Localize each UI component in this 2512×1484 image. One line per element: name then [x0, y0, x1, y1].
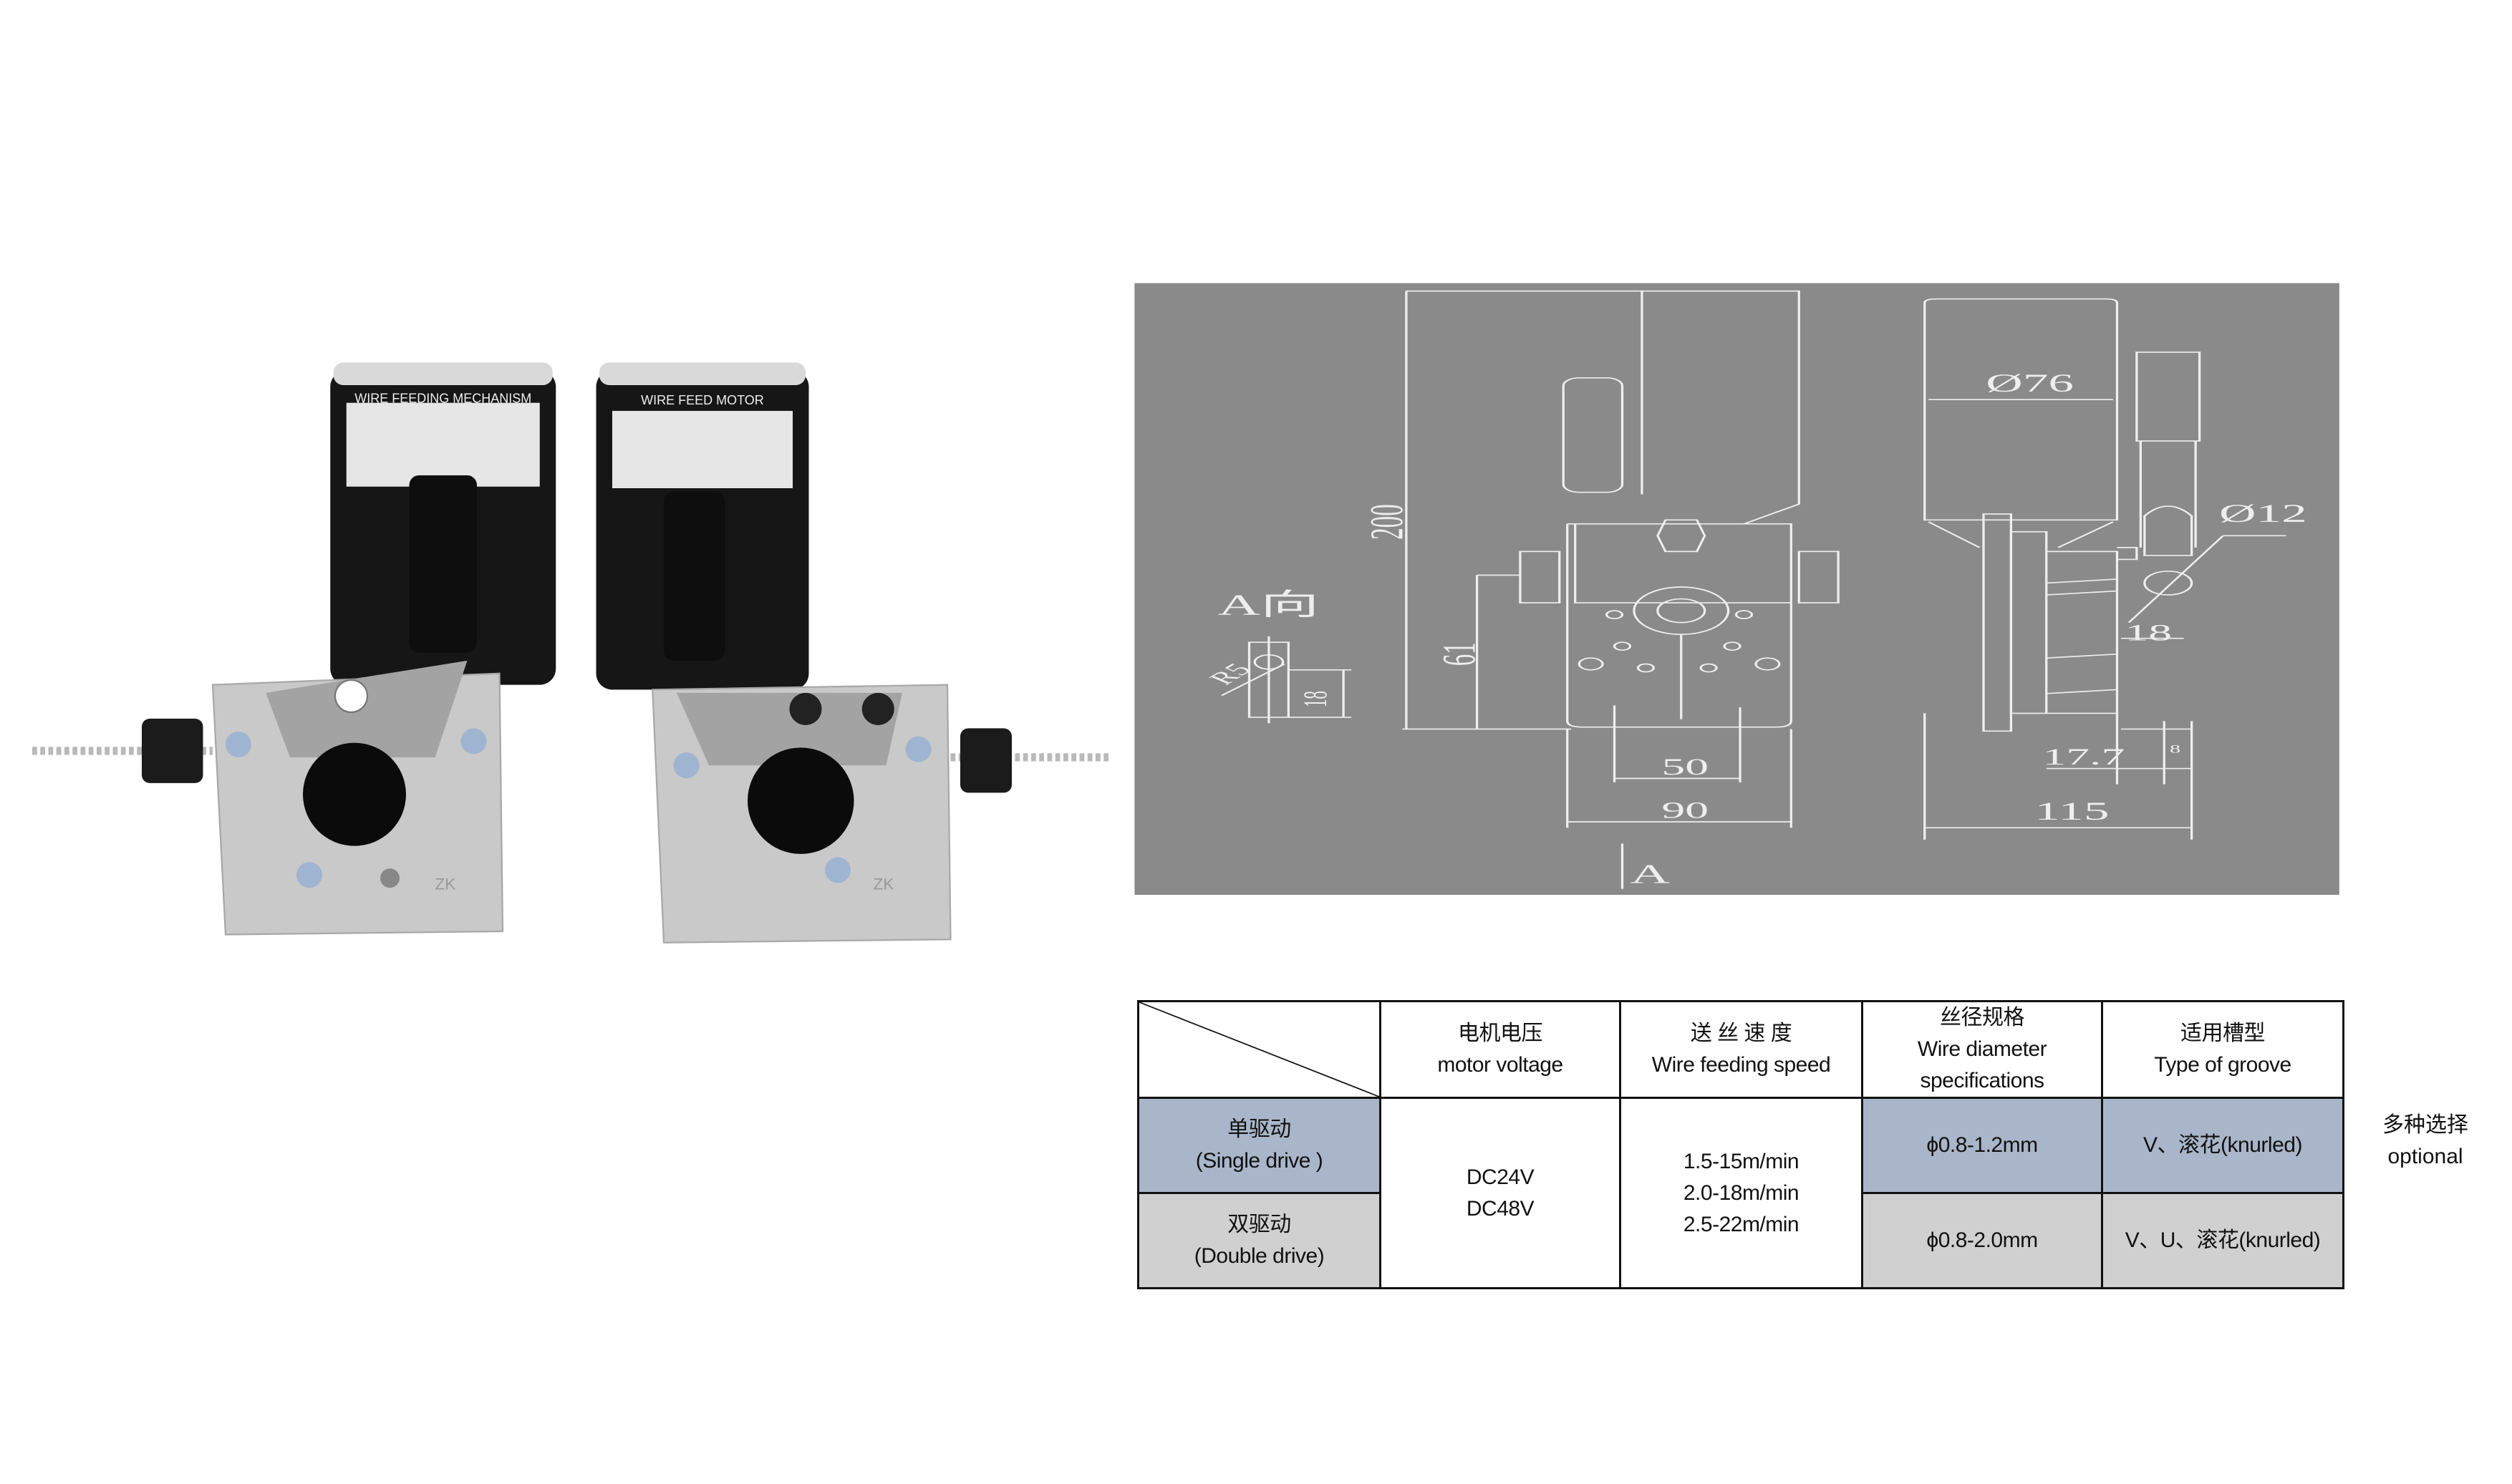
side-motor-outline [1923, 298, 2119, 521]
drive-roller-right [748, 747, 854, 854]
front-outline [1406, 290, 1800, 525]
optional-note: 多种选择 optional [2379, 1110, 2472, 1173]
header-en: Wire diameter [1917, 1037, 2047, 1061]
dim-hole-spacing: 50 [1661, 754, 1709, 780]
dim-side-18: 18 [2125, 620, 2172, 646]
table-row-single-drive: 单驱动 (Single drive ) DC24V DC48V 1.5-15m/… [1137, 1097, 2344, 1289]
header-feeding-speed: 送 丝 速 度 Wire feeding speed [1619, 1000, 1863, 1099]
table-row-double-drive: 双驱动 (Double drive) ϕ0.8-2.0mm V、U、滚花(knu… [1137, 1192, 2344, 1289]
row-label-single: 单驱动 (Single drive ) [1137, 1097, 1381, 1194]
drawing-background [1134, 283, 2339, 895]
motor-nameplate-right [612, 410, 793, 488]
optional-note-en: optional [2387, 1145, 2463, 1168]
header-cn: 丝径规格 [1940, 1006, 2025, 1029]
motor-nameplate-left [346, 402, 540, 487]
motor-label-right: WIRE FEED MOTOR [641, 393, 764, 407]
row-label-cn: 双驱动 [1227, 1213, 1291, 1236]
dim-height: 200 [1362, 504, 1414, 540]
view-label: A向 [1218, 588, 1320, 621]
speed-value: 1.5-15m/min [1683, 1149, 1800, 1173]
speed-value: 2.0-18m/min [1683, 1180, 1800, 1205]
dimension-drawing: 200 61 50 90 A A向 R5 18 Ø76 Ø12 18 17.7 … [1134, 283, 2339, 895]
diagonal-divider [1139, 1002, 1379, 1097]
voltage-value: DC24V [1466, 1165, 1535, 1189]
groove-single: V、滚花(knurled) [2101, 1097, 2344, 1194]
brush-cap-right [664, 491, 725, 661]
drive-roller-left [303, 742, 406, 846]
dim-width: 90 [1661, 797, 1709, 823]
header-cn: 送 丝 速 度 [1690, 1022, 1792, 1045]
voltage-value: DC48V [1466, 1196, 1535, 1221]
wire-diameter-single: ϕ0.8-1.2mm [1861, 1097, 2103, 1194]
dim-depth: 115 [2034, 797, 2109, 825]
corner-cell [1137, 1000, 1381, 1099]
front-knob-outline [1562, 377, 1624, 493]
dim-offset: 17.7 [2042, 744, 2125, 770]
header-en: Type of groove [2154, 1053, 2291, 1077]
dim-slot: 18 [1298, 691, 1334, 707]
bracket-mark-right: ZK [874, 875, 894, 893]
speed-cell: 1.5-15m/min 2.0-18m/min 2.5-22m/min [1619, 1097, 1863, 1289]
groove-double: V、U、滚花(knurled) [2101, 1192, 2344, 1289]
tension-knob-left [142, 718, 203, 783]
dim-shaft-height: 61 [1434, 642, 1485, 666]
wire-diameter-double: ϕ0.8-2.0mm [1861, 1192, 2103, 1289]
product-photo: WIRE FEEDING MECHANISM ZK WIRE FEED MOTO… [32, 362, 1112, 944]
spec-table: 电机电压 motor voltage 送 丝 速 度 Wire feeding … [1137, 1000, 2344, 1289]
bracket-outline [1566, 523, 1792, 728]
dim-small: 8 [2170, 743, 2180, 755]
tension-knob-right [960, 728, 1012, 793]
header-en: Wire feeding speed [1651, 1053, 1831, 1077]
row-label-en: (Single drive ) [1195, 1149, 1323, 1173]
row-label-double: 双驱动 (Double drive) [1137, 1192, 1381, 1289]
row-label-en: (Double drive) [1194, 1244, 1325, 1268]
header-en: specifications [1920, 1069, 2044, 1092]
speed-value: 2.5-22m/min [1683, 1212, 1800, 1236]
dim-motor-diameter: Ø76 [1986, 369, 2074, 397]
dim-shaft-diameter: Ø12 [2219, 500, 2307, 528]
header-cn: 电机电压 [1458, 1022, 1543, 1045]
voltage-cell: DC24V DC48V [1379, 1097, 1621, 1289]
brush-cap-left [409, 475, 477, 653]
header-motor-voltage: 电机电压 motor voltage [1379, 1000, 1621, 1099]
motor-label-left: WIRE FEEDING MECHANISM [354, 392, 531, 406]
row-label-cn: 单驱动 [1227, 1117, 1291, 1141]
bracket-mark-left: ZK [435, 875, 455, 893]
double-drive-feeder: WIRE FEED MOTOR ZK [596, 362, 1112, 944]
table-header-row: 电机电压 motor voltage 送 丝 速 度 Wire feeding … [1137, 1000, 2344, 1099]
view-arrow-label: A [1630, 859, 1670, 890]
header-groove-type: 适用槽型 Type of groove [2101, 1000, 2344, 1099]
header-cn: 适用槽型 [2180, 1022, 2266, 1045]
optional-note-cn: 多种选择 [2382, 1113, 2468, 1137]
single-drive-feeder: WIRE FEEDING MECHANISM ZK [32, 362, 556, 936]
header-en: motor voltage [1437, 1053, 1563, 1077]
header-wire-diameter: 丝径规格 Wire diameter specifications [1861, 1000, 2103, 1099]
